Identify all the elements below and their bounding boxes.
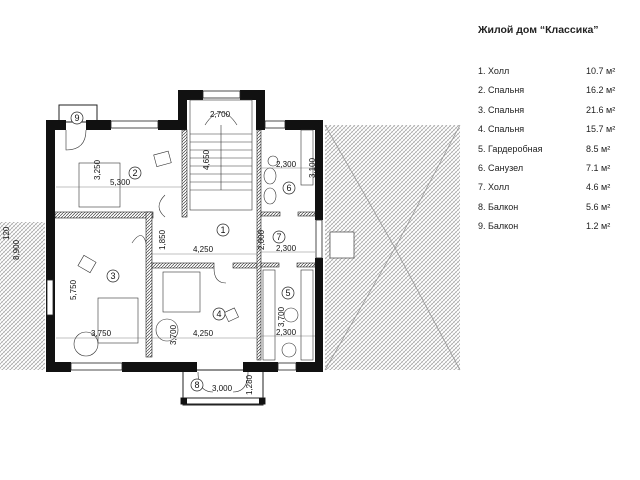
dim-label: 5,300 bbox=[110, 178, 131, 187]
roof-right bbox=[325, 125, 460, 370]
dim-label: 3,700 bbox=[277, 306, 286, 327]
dim-label: 1,280 bbox=[245, 374, 254, 395]
room-number-1: 1 bbox=[220, 225, 225, 235]
interior-walls bbox=[54, 129, 316, 361]
room-number-5: 5 bbox=[285, 288, 290, 298]
room-number-3: 3 bbox=[110, 271, 115, 281]
room-markers bbox=[70, 111, 296, 392]
dim-label: 2,700 bbox=[210, 110, 231, 119]
room-number-8: 8 bbox=[194, 380, 199, 390]
room-area: 1.2 м² bbox=[586, 221, 611, 232]
dim-label: 3,100 bbox=[308, 157, 317, 178]
dim-label: 2,300 bbox=[276, 328, 297, 337]
room-area: 16.2 м² bbox=[586, 85, 616, 96]
room-number-9: 9 bbox=[74, 113, 79, 123]
furniture bbox=[65, 129, 314, 393]
room-area: 7.1 м² bbox=[586, 162, 611, 173]
dim-label: 4,650 bbox=[202, 149, 211, 170]
room-label: 3. Спальня bbox=[478, 104, 525, 115]
room-legend: Жилой дом “Классика” 1. Холл 10.7 м² 2. С… bbox=[478, 24, 628, 240]
room-area: 15.7 м² bbox=[586, 124, 616, 135]
room-label: 8. Балкон bbox=[478, 201, 519, 212]
room-number-7: 7 bbox=[276, 232, 281, 242]
room-label: 9. Балкон bbox=[478, 221, 519, 232]
dim-label: 3,250 bbox=[93, 159, 102, 180]
legend-row: 9. Балкон 1.2 м² bbox=[478, 220, 628, 239]
legend-row: 4. Спальня 15.7 м² bbox=[478, 123, 628, 142]
legend-row: 2. Спальня 16.2 м² bbox=[478, 84, 628, 103]
dim-label: 1,850 bbox=[158, 229, 167, 250]
floor-plan: 1 2 3 4 5 6 7 8 9 2,700 4,650 3,250 5,30… bbox=[0, 90, 461, 406]
dim-label: 3,700 bbox=[169, 324, 178, 345]
room-label: 5. Гардеробная bbox=[478, 143, 543, 154]
dim-label: 2,000 bbox=[257, 229, 266, 250]
dim-label: 5,750 bbox=[69, 279, 78, 300]
room-area: 5.6 м² bbox=[586, 201, 611, 212]
dim-label: 3,750 bbox=[91, 329, 112, 338]
dim-label: 8,900 bbox=[12, 239, 21, 260]
legend-row: 6. Санузел 7.1 м² bbox=[478, 162, 628, 181]
room-area: 4.6 м² bbox=[586, 182, 611, 193]
room-label: 1. Холл bbox=[478, 66, 510, 76]
legend-row: 1. Холл 10.7 м² bbox=[478, 65, 628, 84]
dim-label: 4,250 bbox=[193, 245, 214, 254]
dim-label: 120 bbox=[2, 226, 11, 240]
staircase bbox=[189, 99, 253, 211]
room-area: 10.7 м² bbox=[586, 66, 616, 76]
room-label: 4. Спальня bbox=[478, 124, 525, 135]
legend-row: 5. Гардеробная 8.5 м² bbox=[478, 143, 628, 162]
legend-row: 8. Балкон 5.6 м² bbox=[478, 201, 628, 220]
legend-title: Жилой дом “Классика” bbox=[478, 24, 599, 36]
room-area: 21.6 м² bbox=[586, 104, 616, 115]
room-number-6: 6 bbox=[286, 183, 291, 193]
dim-label: 3,000 bbox=[212, 384, 233, 393]
room-number-2: 2 bbox=[132, 168, 137, 178]
legend-row: 3. Спальня 21.6 м² bbox=[478, 104, 628, 123]
room-label: 7. Холл bbox=[478, 182, 510, 193]
dim-label: 2,300 bbox=[276, 244, 297, 253]
room-label: 6. Санузел bbox=[478, 162, 524, 173]
roof-left bbox=[0, 222, 45, 370]
legend-row: 7. Холл 4.6 м² bbox=[478, 181, 628, 200]
room-number-4: 4 bbox=[216, 309, 221, 319]
room-label: 2. Спальня bbox=[478, 85, 525, 96]
exterior-walls bbox=[46, 90, 323, 372]
dim-label: 4,250 bbox=[193, 329, 214, 338]
dim-label: 2,300 bbox=[276, 160, 297, 169]
room-area: 8.5 м² bbox=[586, 143, 611, 154]
